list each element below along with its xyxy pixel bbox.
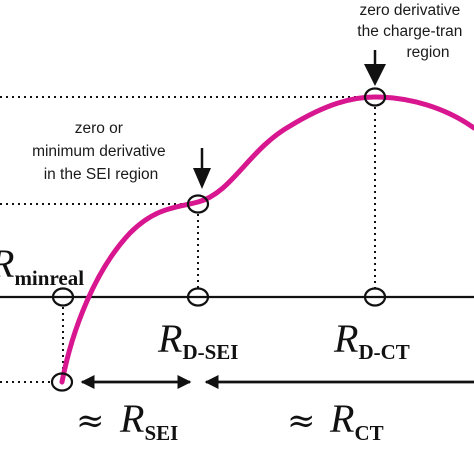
label-r-minreal: Rminreal — [0, 241, 84, 290]
peak-marker — [363, 87, 387, 107]
peak-arrow — [364, 50, 386, 86]
dct-axis-marker — [363, 287, 387, 307]
minreal-axis-marker — [51, 287, 75, 307]
label-r-dsei: RD-SEI — [157, 316, 238, 364]
label-r-dct: RD-CT — [333, 316, 410, 364]
curve-start-marker — [50, 372, 74, 392]
annotation-peak: zero derivative the charge-tran region — [357, 2, 466, 61]
approx-sei-symbol: ≈ — [76, 401, 105, 441]
label-r-ct: RCT — [329, 396, 384, 445]
sei-arrow — [193, 148, 211, 189]
sei-inflection-marker — [186, 194, 210, 214]
approx-ct-symbol: ≈ — [287, 401, 316, 441]
annotation-sei: zero or minimum derivative in the SEI re… — [32, 120, 170, 183]
label-r-sei: RSEI — [119, 396, 178, 445]
dsei-axis-marker — [186, 287, 210, 307]
impedance-curve — [59, 94, 474, 385]
